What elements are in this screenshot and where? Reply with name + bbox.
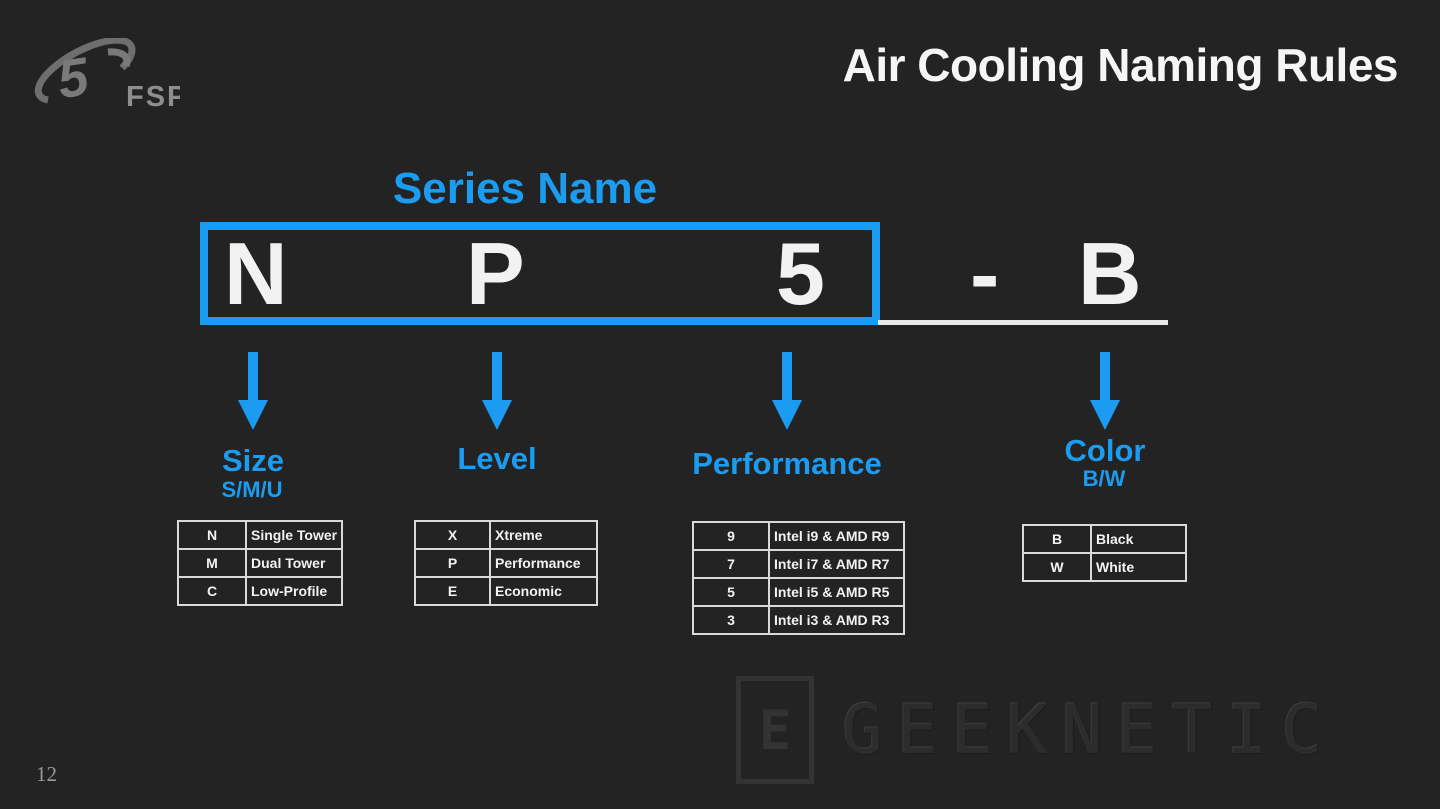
table-row: 9 Intel i9 & AMD R9 [692,521,905,551]
geeknetic-watermark: E GEEKNETIC [736,676,1336,784]
table-row: C Low-Profile [177,576,343,606]
meaning-cell: Black [1090,524,1187,554]
geeknetic-logo-letter: E [758,698,792,762]
color-legend-table: B Black W White [1022,524,1187,582]
table-row: X Xtreme [414,520,598,550]
arrow-down-icon [238,352,268,430]
table-row: 7 Intel i7 & AMD R7 [692,549,905,579]
table-row: 5 Intel i5 & AMD R5 [692,577,905,607]
meaning-cell: Xtreme [489,520,598,550]
table-row: W White [1022,552,1187,582]
code-cell: B [1022,524,1092,554]
code-cell: P [414,548,491,578]
table-row: N Single Tower [177,520,343,550]
meaning-cell: Dual Tower [245,548,343,578]
category-sublabel-color: B/W [1082,466,1126,491]
meaning-cell: Single Tower [245,520,343,550]
size-legend-table: N Single Tower M Dual Tower C Low-Profil… [177,520,343,606]
arrow-down-icon [1090,352,1120,430]
meaning-cell: Economic [489,576,598,606]
meaning-cell: Intel i9 & AMD R9 [768,521,905,551]
code-cell: E [414,576,491,606]
code-cell: C [177,576,247,606]
svg-text:5: 5 [54,46,93,110]
code-cell: X [414,520,491,550]
table-row: M Dual Tower [177,548,343,578]
meaning-cell: Performance [489,548,598,578]
category-label-color: Color [1064,433,1146,468]
category-label-size: Size [221,443,285,478]
code-cell: 5 [692,577,770,607]
meaning-cell: Intel i3 & AMD R3 [768,605,905,635]
code-cell: W [1022,552,1092,582]
page-number: 12 [36,762,57,786]
geeknetic-logo-icon: E [736,676,814,784]
code-cell: M [177,548,247,578]
level-legend-table: X Xtreme P Performance E Economic [414,520,598,606]
series-letter-color: B [1078,223,1142,323]
suffix-group: - B [880,222,1165,325]
category-label-performance: Performance [692,446,882,481]
table-row: E Economic [414,576,598,606]
meaning-cell: Low-Profile [245,576,343,606]
code-cell: 7 [692,549,770,579]
series-name-box: N P 5 [200,222,880,325]
arrow-down-icon [482,352,512,430]
meaning-cell: Intel i5 & AMD R5 [768,577,905,607]
table-row: B Black [1022,524,1187,554]
code-cell: N [177,520,247,550]
table-row: P Performance [414,548,598,578]
fsp-logo-text: FSP [126,81,180,113]
code-cell: 9 [692,521,770,551]
arrow-down-icon [772,352,802,430]
category-sublabel-size: S/M/U [221,477,283,502]
page-title: Air Cooling Naming Rules [842,39,1399,91]
meaning-cell: White [1090,552,1187,582]
geeknetic-watermark-text: GEEKNETIC [842,690,1337,770]
series-letter-performance: 5 [776,223,825,323]
performance-legend-table: 9 Intel i9 & AMD R9 7 Intel i7 & AMD R7 … [692,521,905,635]
series-name-label: Series Name [392,164,658,213]
suffix-underline [878,320,1168,325]
series-letter-size: N [224,223,288,323]
meaning-cell: Intel i7 & AMD R7 [768,549,905,579]
separator-dash: - [970,223,1000,323]
fsp-logo-icon: 5 FSP [34,38,180,113]
category-label-level: Level [457,441,537,476]
series-letter-level: P [466,223,525,323]
table-row: 3 Intel i3 & AMD R3 [692,605,905,635]
code-cell: 3 [692,605,770,635]
